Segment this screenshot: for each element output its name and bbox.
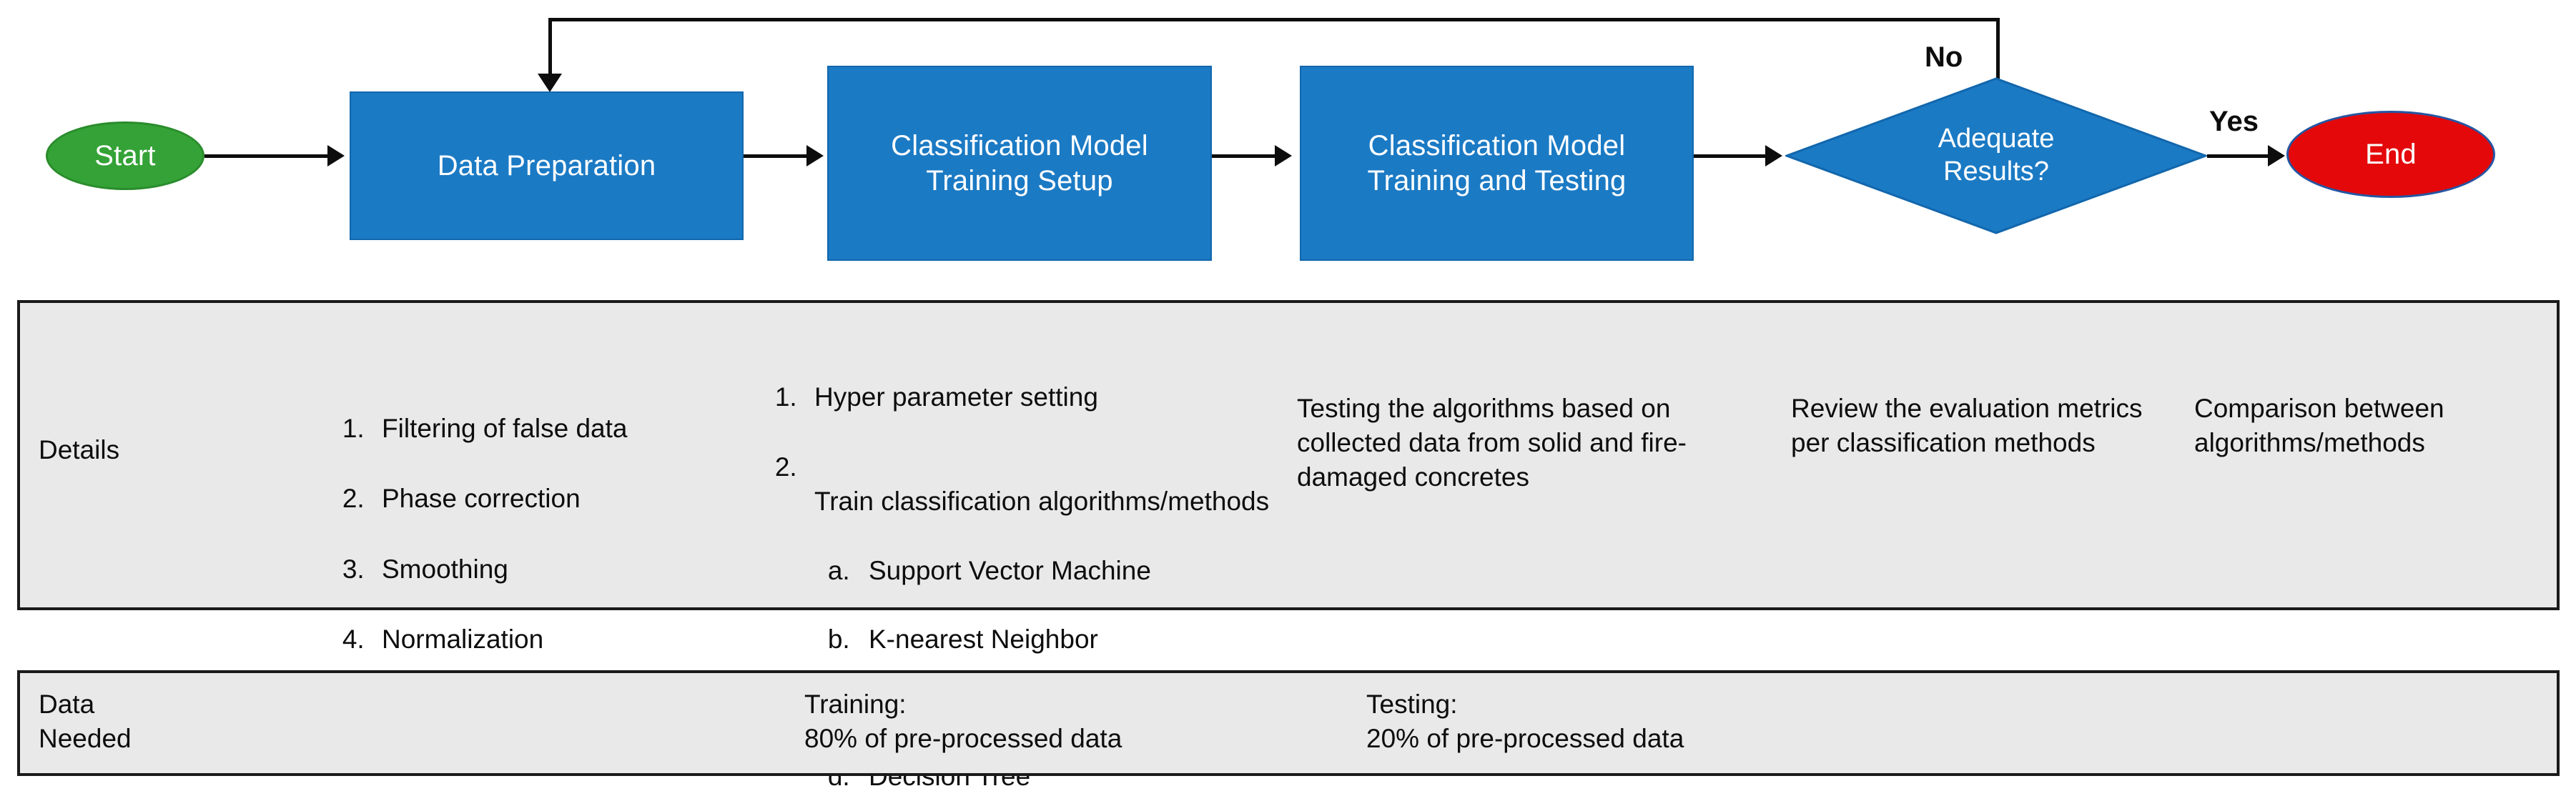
list-item: Smoothing — [372, 552, 728, 587]
list-item: Filtering of false data — [372, 412, 728, 446]
details-col-comparison: Comparison between algorithms/methods — [2194, 394, 2444, 458]
node-adequate-results[interactable]: Adequate Results? — [1785, 77, 2207, 234]
details-row-label: Details — [39, 435, 120, 464]
node-training-setup-label: Classification Model Training Setup — [891, 129, 1148, 196]
edge-start-to-prep-arrowhead — [327, 145, 345, 166]
node-training-setup[interactable]: Classification Model Training Setup — [827, 66, 1212, 261]
list-item: Phase correction — [372, 482, 728, 516]
node-start[interactable]: Start — [46, 121, 204, 190]
edge-prep-to-setup — [744, 154, 806, 158]
edge-decision-to-end — [2207, 154, 2282, 158]
list-item: K-nearest Neighbor — [857, 622, 1289, 657]
node-training-testing-label: Classification Model Training and Testin… — [1367, 129, 1627, 196]
node-data-preparation[interactable]: Data Preparation — [350, 91, 744, 240]
loopback-right-vertical-line — [1996, 18, 2000, 79]
list-item-text: Train classification algorithms/methods — [814, 487, 1270, 517]
details-col-review: Review the evaluation metrics per classi… — [1791, 394, 2143, 458]
loopback-arrowhead — [538, 74, 562, 92]
node-training-testing[interactable]: Classification Model Training and Testin… — [1300, 66, 1694, 261]
edge-decision-to-end-arrowhead — [2268, 145, 2285, 166]
node-end[interactable]: End — [2286, 111, 2495, 198]
loopback-left-vertical-line — [548, 18, 552, 78]
edge-start-to-prep — [204, 154, 327, 158]
node-data-preparation-label: Data Preparation — [437, 149, 656, 181]
edge-train-to-decision — [1694, 154, 1765, 158]
list-item: Support Vector Machine — [857, 554, 1289, 588]
loopback-horizontal-line — [548, 18, 2000, 21]
list-item: Normalization — [372, 622, 728, 657]
edge-label-no: No — [1925, 41, 1963, 73]
node-start-label: Start — [94, 139, 156, 171]
details-col-training-testing: Testing the algorithms based on collecte… — [1297, 394, 1687, 492]
details-panel: Details Filtering of false data Phase co… — [17, 300, 2560, 791]
data-needed-panel: Data Needed Training: 80% of pre-process… — [17, 670, 2560, 776]
edge-label-yes: Yes — [2209, 106, 2259, 137]
edge-prep-to-setup-arrowhead — [806, 145, 824, 166]
edge-setup-to-train — [1212, 154, 1275, 158]
node-end-label: End — [2365, 138, 2417, 170]
edge-train-to-decision-arrowhead — [1765, 145, 1782, 166]
data-needed-testing: Testing: 20% of pre-processed data — [1366, 690, 1684, 754]
edge-setup-to-train-arrowhead — [1275, 145, 1292, 166]
data-needed-training: Training: 80% of pre-processed data — [804, 690, 1122, 754]
list-item: Hyper parameter setting — [804, 380, 1289, 414]
diamond-shape — [1785, 77, 2207, 234]
data-needed-row-label: Data Needed — [39, 690, 132, 754]
